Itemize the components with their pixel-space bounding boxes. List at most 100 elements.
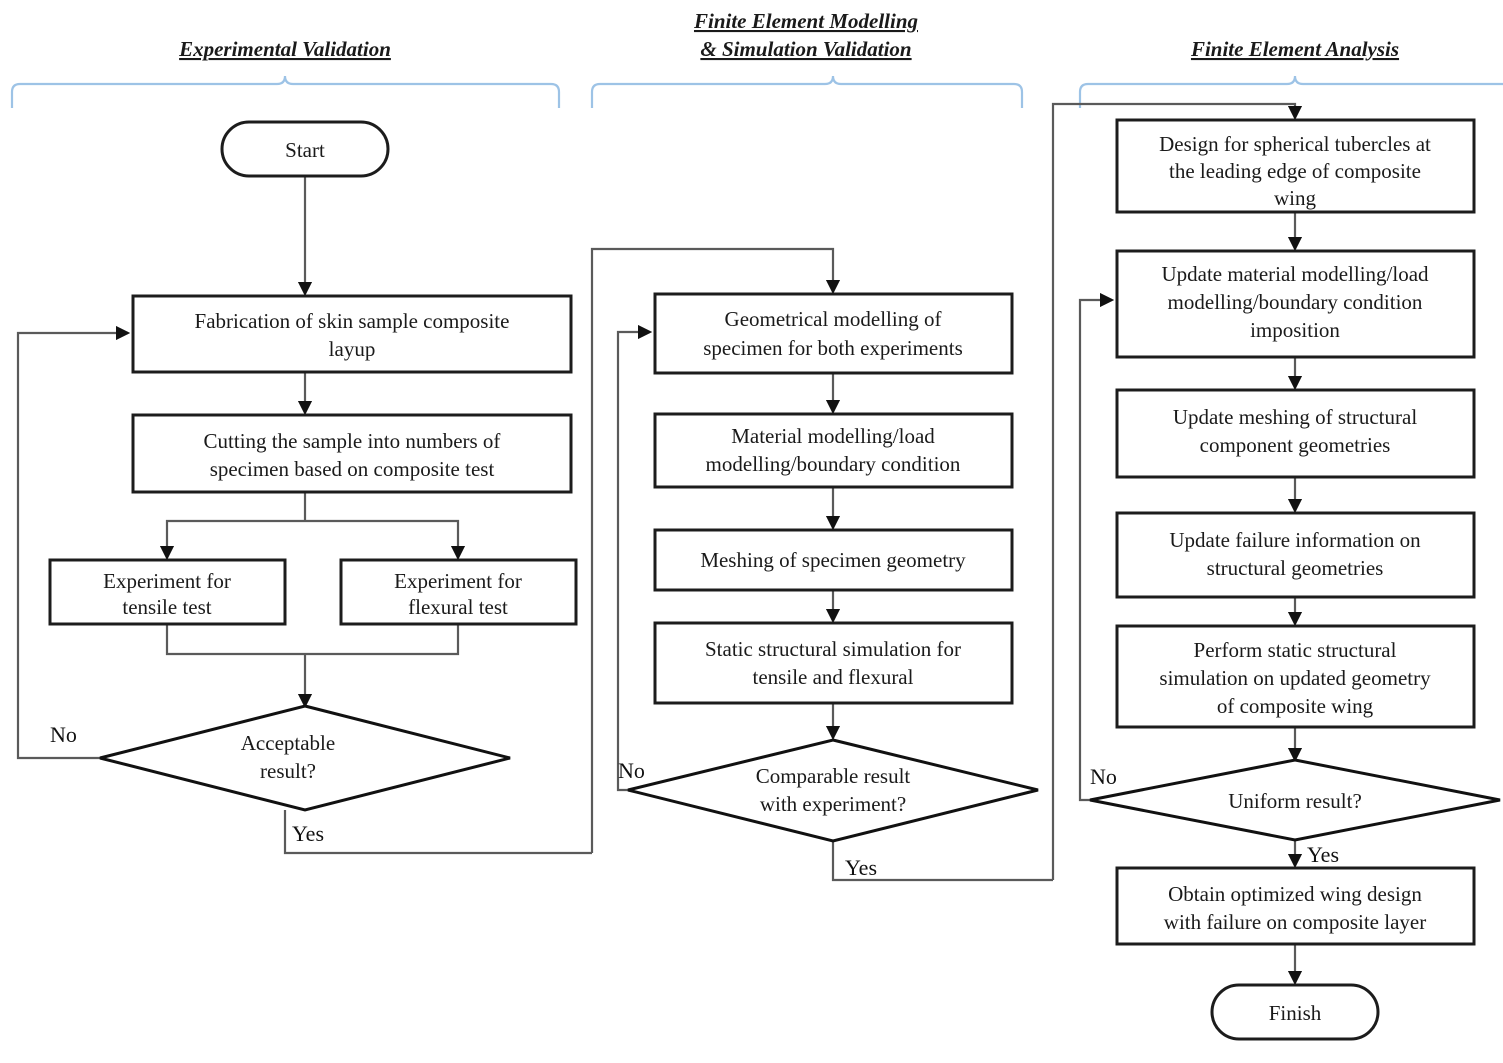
section-title-fem-line2: & Simulation Validation	[700, 37, 911, 61]
material-modelling-line2: modelling/boundary condition	[706, 452, 961, 476]
update-meshing-line2: component geometries	[1200, 433, 1391, 457]
comparable-line1: Comparable result	[756, 764, 911, 788]
label-uniform-no: No	[1090, 764, 1117, 789]
label-comparable-no: No	[618, 758, 645, 783]
edge-column3-feed-up	[1051, 102, 1303, 880]
update-material-line1: Update material modelling/load	[1161, 262, 1429, 286]
flexural-box-shape[interactable]	[339, 558, 578, 626]
node-meshing[interactable]: Meshing of specimen geometry	[653, 528, 1014, 592]
edge-comparable-yes-to-column3	[831, 841, 1053, 882]
node-update-failure[interactable]: Update failure information on structural…	[1115, 511, 1476, 599]
node-obtain-design[interactable]: Obtain optimized wing design with failur…	[1115, 866, 1476, 946]
section-brace-fem-simulation	[590, 75, 1024, 108]
static-sim-line2: tensile and flexural	[753, 665, 914, 689]
label-acceptable-yes: Yes	[292, 821, 324, 846]
material-modelling-line1: Material modelling/load	[731, 424, 935, 448]
edge-uniform-no-to-update-material	[1078, 292, 1115, 802]
obtain-design-box-shape[interactable]	[1115, 866, 1476, 946]
obtain-design-line2: with failure on composite layer	[1164, 910, 1426, 934]
node-update-meshing[interactable]: Update meshing of structural component g…	[1115, 388, 1476, 479]
node-tensile[interactable]: Experiment for tensile test	[48, 558, 287, 626]
node-uniform-decision[interactable]: Uniform result?	[1089, 758, 1501, 842]
edge-cutting-to-tensile	[159, 519, 305, 561]
static-sim-line1: Static structural simulation for	[705, 637, 961, 661]
section-title-fem-line1: Finite Element Modelling	[693, 9, 918, 33]
node-geom-modelling[interactable]: Geometrical modelling of specimen for bo…	[653, 292, 1014, 375]
node-flexural[interactable]: Experiment for flexural test	[339, 558, 578, 626]
label-uniform-yes: Yes	[1307, 842, 1339, 867]
tensile-line2: tensile test	[122, 595, 211, 619]
node-design-tubercles[interactable]: Design for spherical tubercles at the le…	[1115, 118, 1476, 214]
static-sim-box-shape[interactable]	[653, 621, 1014, 705]
cutting-box-shape[interactable]	[131, 413, 573, 494]
meshing-line1: Meshing of specimen geometry	[700, 548, 966, 572]
tensile-box-shape[interactable]	[48, 558, 287, 626]
design-tubercles-line2: the leading edge of composite	[1169, 159, 1421, 183]
update-failure-line1: Update failure information on	[1169, 528, 1421, 552]
edge-column2-feed-up	[590, 247, 841, 853]
perform-static-line3: of composite wing	[1217, 694, 1374, 718]
node-fabrication[interactable]: Fabrication of skin sample composite lay…	[131, 294, 573, 374]
acceptable-line2: result?	[260, 759, 316, 783]
flexural-line2: flexural test	[408, 595, 508, 619]
edge-flexural-merge	[305, 624, 460, 656]
design-tubercles-line3: wing	[1274, 186, 1317, 210]
node-static-sim[interactable]: Static structural simulation for tensile…	[653, 621, 1014, 705]
uniform-diamond-shape[interactable]	[1089, 758, 1501, 842]
edge-tensile-merge	[165, 624, 305, 656]
node-comparable-decision[interactable]: Comparable result with experiment?	[627, 738, 1039, 843]
geom-modelling-box-shape[interactable]	[653, 292, 1014, 375]
acceptable-diamond-shape[interactable]	[99, 704, 511, 812]
update-failure-line2: structural geometries	[1207, 556, 1384, 580]
section-title-fea: Finite Element Analysis	[1190, 37, 1399, 61]
comparable-diamond-shape[interactable]	[627, 738, 1039, 843]
node-acceptable-decision[interactable]: Acceptable result?	[99, 704, 511, 812]
acceptable-line1: Acceptable	[241, 731, 335, 755]
node-cutting[interactable]: Cutting the sample into numbers of speci…	[131, 413, 573, 494]
perform-static-line1: Perform static structural	[1194, 638, 1397, 662]
fabrication-box-shape[interactable]	[131, 294, 573, 374]
update-material-line3: imposition	[1250, 318, 1340, 342]
node-finish[interactable]: Finish	[1210, 983, 1380, 1041]
section-brace-experimental	[10, 75, 561, 108]
finish-label: Finish	[1269, 1001, 1322, 1025]
obtain-design-line1: Obtain optimized wing design	[1168, 882, 1422, 906]
start-label: Start	[285, 138, 325, 162]
perform-static-line2: simulation on updated geometry	[1159, 666, 1431, 690]
section-title-experimental: Experimental Validation	[178, 37, 391, 61]
node-perform-static[interactable]: Perform static structural simulation on …	[1115, 624, 1476, 729]
flexural-line1: Experiment for	[394, 569, 522, 593]
section-brace-fea	[1078, 75, 1503, 108]
node-update-material[interactable]: Update material modelling/load modelling…	[1115, 249, 1476, 359]
perform-static-box-shape[interactable]	[1115, 624, 1476, 729]
node-material-modelling[interactable]: Material modelling/load modelling/bounda…	[653, 412, 1014, 489]
material-modelling-box-shape[interactable]	[653, 412, 1014, 489]
update-material-box-shape[interactable]	[1115, 249, 1476, 359]
design-tubercles-line1: Design for spherical tubercles at	[1159, 132, 1431, 156]
cutting-line2: specimen based on composite test	[210, 457, 495, 481]
update-meshing-line1: Update meshing of structural	[1173, 405, 1418, 429]
update-material-line2: modelling/boundary condition	[1168, 290, 1423, 314]
node-start[interactable]: Start	[220, 120, 390, 178]
design-tubercles-box-shape[interactable]	[1115, 118, 1476, 214]
meshing-box-shape[interactable]	[653, 528, 1014, 592]
label-acceptable-no: No	[50, 722, 77, 747]
fabrication-line2: layup	[329, 337, 376, 361]
update-failure-box-shape[interactable]	[1115, 511, 1476, 599]
start-terminator-shape[interactable]	[220, 120, 390, 178]
finish-terminator-shape[interactable]	[1210, 983, 1380, 1041]
update-meshing-box-shape[interactable]	[1115, 388, 1476, 479]
geom-modelling-line1: Geometrical modelling of	[725, 307, 942, 331]
edge-comparable-no-to-geom	[616, 324, 653, 792]
comparable-line2: with experiment?	[760, 792, 906, 816]
fabrication-line1: Fabrication of skin sample composite	[195, 309, 510, 333]
edge-cutting-to-flexural	[305, 519, 466, 561]
tensile-line1: Experiment for	[103, 569, 231, 593]
label-comparable-yes: Yes	[845, 855, 877, 880]
edge-acceptable-yes-to-column2	[283, 810, 592, 855]
geom-modelling-line2: specimen for both experiments	[703, 336, 963, 360]
